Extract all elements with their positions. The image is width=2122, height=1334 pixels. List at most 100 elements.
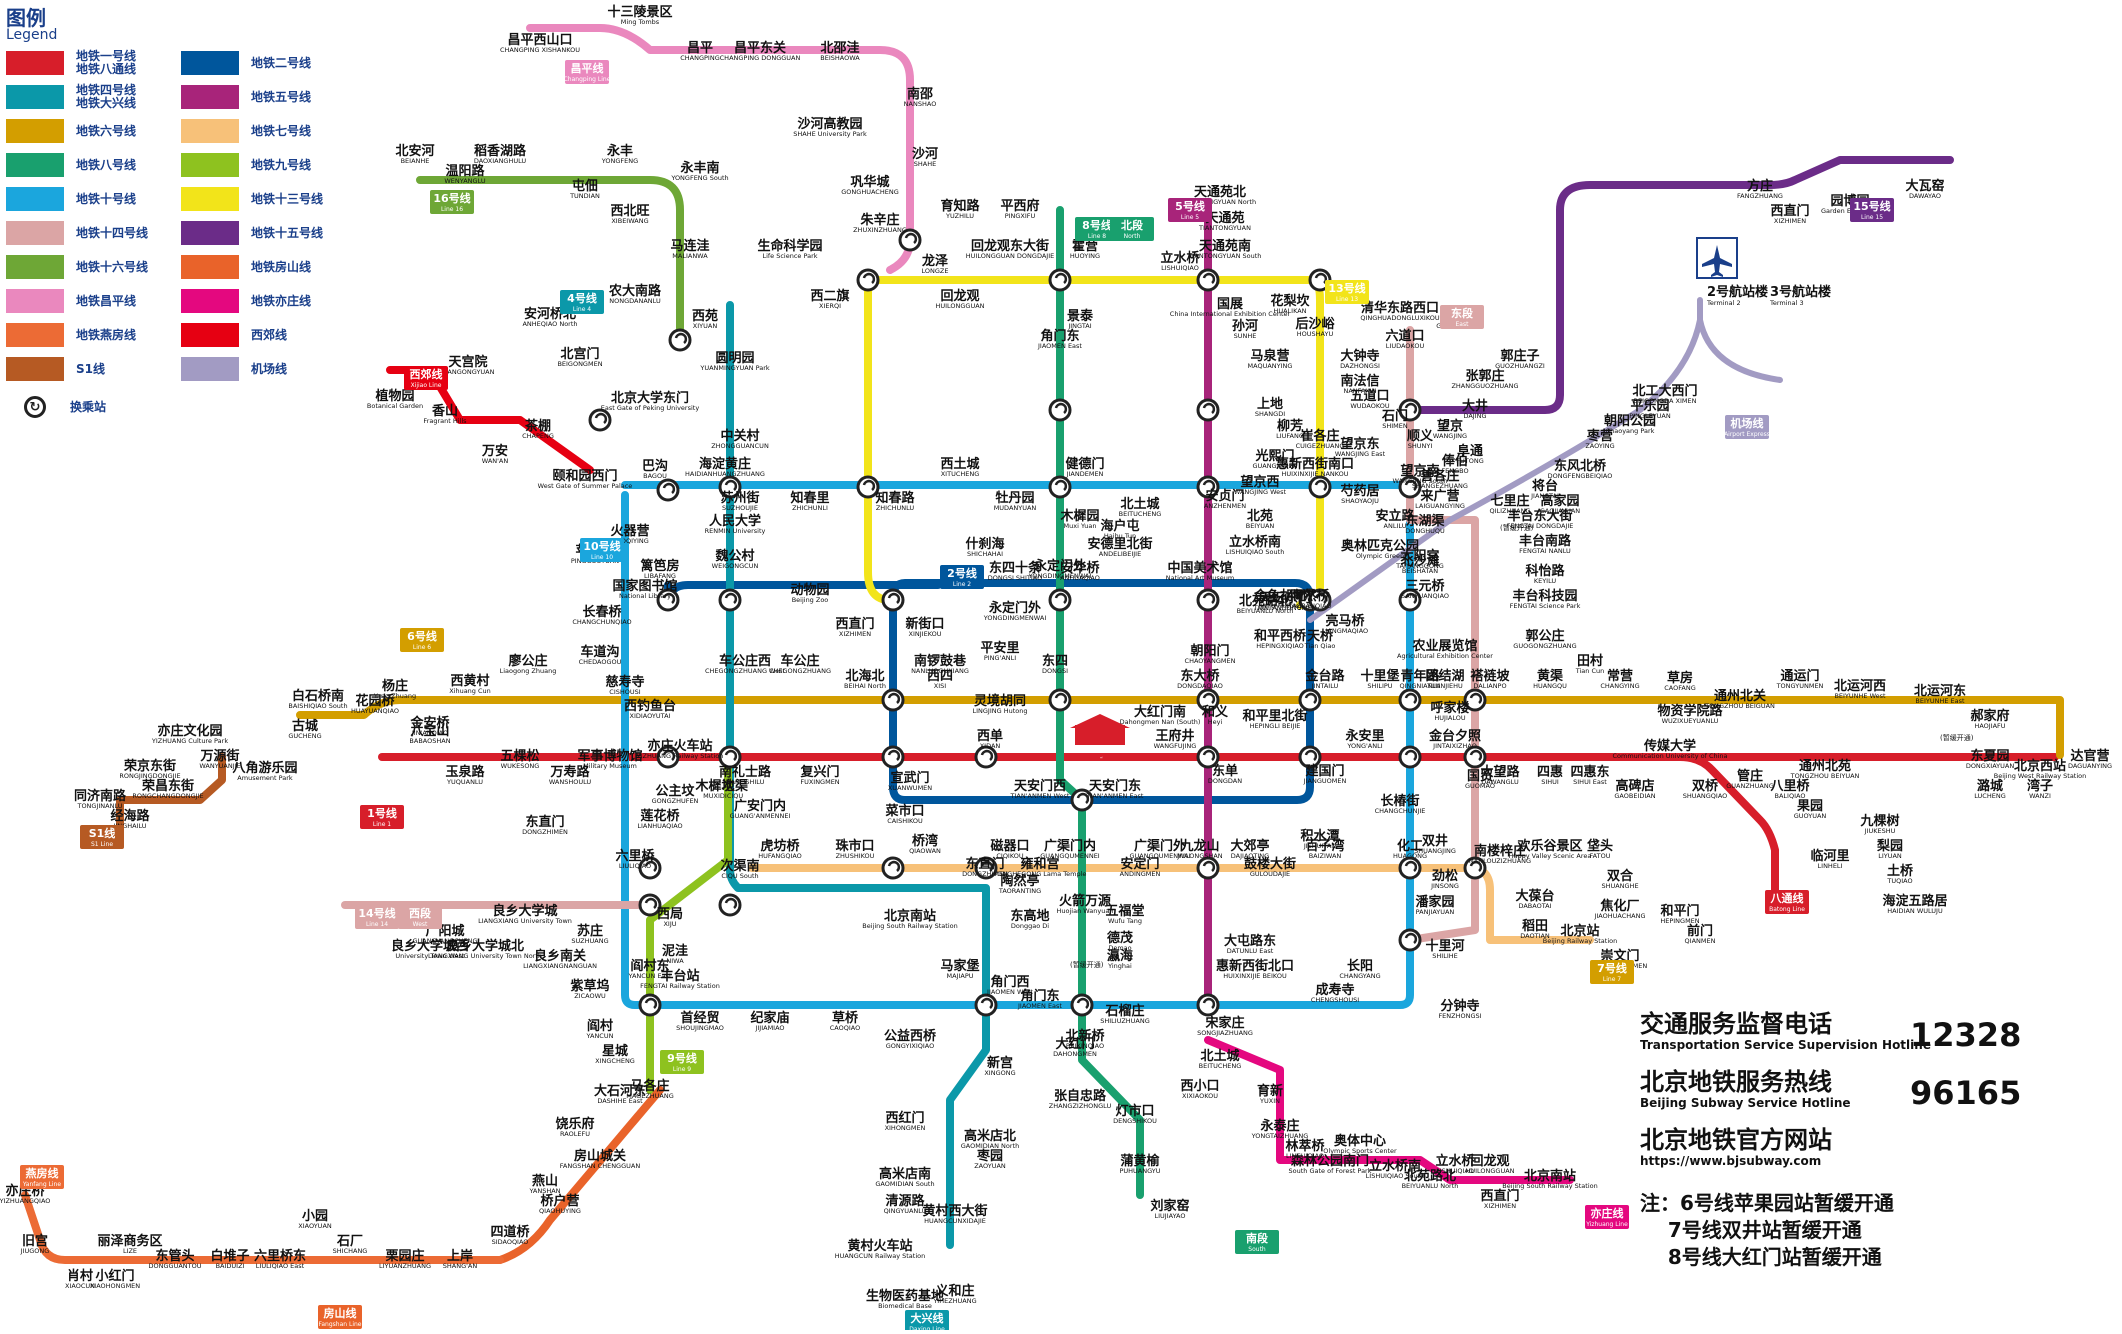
station[interactable]: 传媒大学Communication University of China: [1612, 738, 1727, 760]
station[interactable]: 王府井WANGFUJING: [1154, 728, 1197, 750]
station[interactable]: 平乐园PINGLEYUAN: [1629, 398, 1671, 420]
station[interactable]: 望京WANGJING: [1433, 418, 1467, 440]
station[interactable]: 广渠门内GUANGQUMENNEI: [1040, 838, 1100, 860]
station[interactable]: 欢乐谷景区Happy Valley Scenic Area: [1509, 838, 1592, 860]
station[interactable]: 六里桥东LIULIQIAO East: [254, 1248, 306, 1270]
station[interactable]: 四道桥SIDAOQIAO: [490, 1224, 530, 1246]
station[interactable]: 同济南路TONGJINANLU: [74, 788, 127, 810]
station[interactable]: 前门QIANMEN: [1685, 923, 1716, 945]
station[interactable]: 森林公园南门South Gate of Forest Park: [1289, 1153, 1372, 1175]
station[interactable]: 永安里YONG'ANLI: [1344, 728, 1384, 750]
station[interactable]: 回龙观HUILONGGUAN: [935, 288, 984, 310]
station[interactable]: 篱笆房LIBAFANG: [640, 558, 679, 580]
station[interactable]: 雍和宫YONGHEGONG Lama Temple: [993, 856, 1087, 878]
station[interactable]: 东高地Donggao Di: [1010, 908, 1049, 930]
station[interactable]: 永定门外YONGDINGMENWAI: [1028, 558, 1092, 580]
station[interactable]: 瀛海Yinghai: [1107, 948, 1133, 970]
station[interactable]: 车道沟CHEDAOGOU: [579, 644, 622, 666]
station[interactable]: 永丰YONGFENG: [601, 143, 638, 165]
station[interactable]: 积水潭JISHUITAN: [1300, 828, 1339, 850]
station[interactable]: 天安门东TIAN'ANMEN East: [1086, 778, 1144, 800]
station[interactable]: 角门东JIAOMEN East: [1017, 988, 1062, 1010]
station[interactable]: 霍营HUOYING: [1070, 238, 1100, 260]
station[interactable]: 东大桥DONGDAQIAO: [1177, 668, 1223, 690]
station[interactable]: 天坛东门TIANTANDONGMEN: [1253, 590, 1317, 612]
station[interactable]: 西黄村Xihuang Cun: [449, 673, 491, 695]
station[interactable]: 北运河西BEIYUNHE West: [1834, 678, 1886, 700]
station[interactable]: 育新YUXIN: [1257, 1083, 1283, 1105]
station[interactable]: 西北旺XIBEIWANG: [610, 204, 649, 225]
station[interactable]: 南楼梓庄NANLOUZIZHUANG: [1469, 843, 1531, 865]
station[interactable]: 立水桥LISHUIQIAO: [1160, 250, 1200, 272]
station[interactable]: 大屯路东DATUNLU East: [1224, 933, 1276, 955]
station[interactable]: 海淀五路居HAIDIAN WULUJU: [1882, 893, 1947, 915]
station[interactable]: 紫草坞ZICAOWU: [570, 978, 609, 1000]
station[interactable]: 褡裢坡DALIANPO: [1470, 668, 1510, 690]
station[interactable]: 慈寿寺CISHOUSI: [605, 674, 644, 696]
station[interactable]: 三元桥SANYUANQIAO: [1401, 578, 1449, 600]
station[interactable]: 健德门JIANDEMEN: [1065, 456, 1104, 478]
station[interactable]: 东风北桥DONGFENGBEIQIAO: [1548, 458, 1613, 480]
station[interactable]: 人民大学RENMIN University: [705, 513, 766, 535]
station[interactable]: 石榴庄SHILIUZHUANG: [1100, 1003, 1150, 1025]
station[interactable]: 白石桥南BAISHIQIAO South: [288, 688, 347, 710]
station[interactable]: 公主坟GONGZHUFEN: [652, 783, 699, 805]
station[interactable]: 刘家窑LIUJIAYAO: [1150, 1198, 1189, 1220]
station[interactable]: 西土城XITUCHENG: [940, 456, 979, 478]
station[interactable]: 昌平西山口CHANGPING XISHANKOU: [500, 32, 580, 54]
station[interactable]: 大郊亭DAJIAOTING: [1230, 838, 1269, 860]
station[interactable]: 永泰庄YONGTAIZHUANG: [1251, 1118, 1309, 1140]
station[interactable]: 立水桥LISHUIQIAO: [1435, 1153, 1475, 1175]
station[interactable]: 良乡大学城LIANGXIANG University Town: [478, 903, 572, 925]
station[interactable]: 桥户营QIAOHUYING: [539, 1193, 581, 1215]
station[interactable]: 广渠门外GUANGQUMENWAI: [1129, 838, 1190, 860]
station[interactable]: 张郭庄ZHANGGUOZHUANG: [1451, 368, 1518, 390]
station[interactable]: 西苑XIYUAN: [692, 308, 718, 330]
station[interactable]: 西四XISI: [927, 669, 953, 690]
station[interactable]: 南邵NANSHAO: [904, 86, 937, 108]
station[interactable]: 西红门XIHONGMEN: [885, 1110, 926, 1132]
station[interactable]: 中关村ZHONGGUANCUN: [711, 428, 769, 450]
station[interactable]: 生命科学园Life Science Park: [757, 238, 822, 260]
station[interactable]: 团结湖TUANJIEHU: [1425, 668, 1464, 690]
station[interactable]: 玉泉路YUQUANLU: [445, 764, 485, 786]
station[interactable]: 纪家庙JIJIAMIAO: [750, 1010, 789, 1032]
station[interactable]: 张自忠路ZHANGZIZHONGLU: [1049, 1088, 1112, 1110]
station[interactable]: 北宫门BEIGONGMEN: [557, 346, 602, 368]
station[interactable]: 房山城关FANGSHAN CHENGGUAN: [560, 1148, 641, 1170]
station[interactable]: 柳芳LIUFANG: [1276, 418, 1304, 440]
station[interactable]: 植物园Botanical Garden: [367, 388, 423, 410]
station[interactable]: 新宫XINGONG: [984, 1055, 1015, 1077]
station[interactable]: 西直门XIZHIMEN: [1770, 203, 1809, 225]
station[interactable]: 莲花桥LIANHUAQIAO: [637, 808, 682, 830]
station[interactable]: 杨庄Yang Zhuang: [373, 678, 416, 700]
station[interactable]: 生物医药基地Biomedical Base: [866, 1288, 944, 1310]
station[interactable]: 国家图书馆National Library: [612, 578, 677, 600]
station[interactable]: 十三陵景区Ming Tombs: [607, 4, 672, 26]
station[interactable]: 善各庄SHANGEZHUANG: [1412, 468, 1468, 490]
station[interactable]: 九棵树JIUKESHU: [1859, 813, 1899, 835]
station[interactable]: 沙河高教园SHAHE University Park: [793, 116, 867, 138]
station[interactable]: 大井DAJING: [1462, 398, 1488, 420]
station[interactable]: 北土城BEITUCHENG: [1119, 496, 1162, 518]
station[interactable]: 圆明园YUANMINGYUAN Park: [699, 351, 770, 372]
station[interactable]: 西钓鱼台XIDIAOYUTAI: [624, 698, 676, 720]
station[interactable]: 肖村XIAOCUN: [65, 1268, 95, 1290]
station[interactable]: 知春路ZHICHUNLU: [875, 490, 915, 512]
station[interactable]: 阎村YANCUN: [586, 1018, 614, 1040]
station[interactable]: 马各庄MAGEZHUANG: [626, 1078, 674, 1100]
station[interactable]: 昌平CHANGPING: [680, 41, 720, 62]
station[interactable]: 劲松JINSONG: [1430, 868, 1459, 890]
station[interactable]: 宣武门XUANWUMEN: [888, 770, 932, 792]
station[interactable]: 七里庄QILIZHUANG: [1489, 493, 1530, 515]
station[interactable]: 高米店北GAOMIDIAN North: [961, 1128, 1020, 1150]
station[interactable]: 东夏园DONGXIAYUAN: [1966, 748, 2015, 770]
station[interactable]: 北京南站Beijing South Railway Station: [862, 908, 957, 930]
station[interactable]: 天宫院TIANGONGYUAN: [441, 354, 495, 376]
station[interactable]: 高家园GAOJIAYUAN: [1540, 493, 1580, 515]
station[interactable]: 郭庄子GUOZHUANGZI: [1495, 348, 1545, 370]
station[interactable]: 虎坊桥HUFANGQIAO: [758, 838, 802, 860]
station[interactable]: 国展China International Exhibition Center: [1170, 297, 1291, 318]
station[interactable]: 清华东路西口QINGHUADONGLUXIKOU: [1360, 300, 1439, 322]
station[interactable]: 北京南站Beijing South Railway Station: [1502, 1168, 1597, 1190]
